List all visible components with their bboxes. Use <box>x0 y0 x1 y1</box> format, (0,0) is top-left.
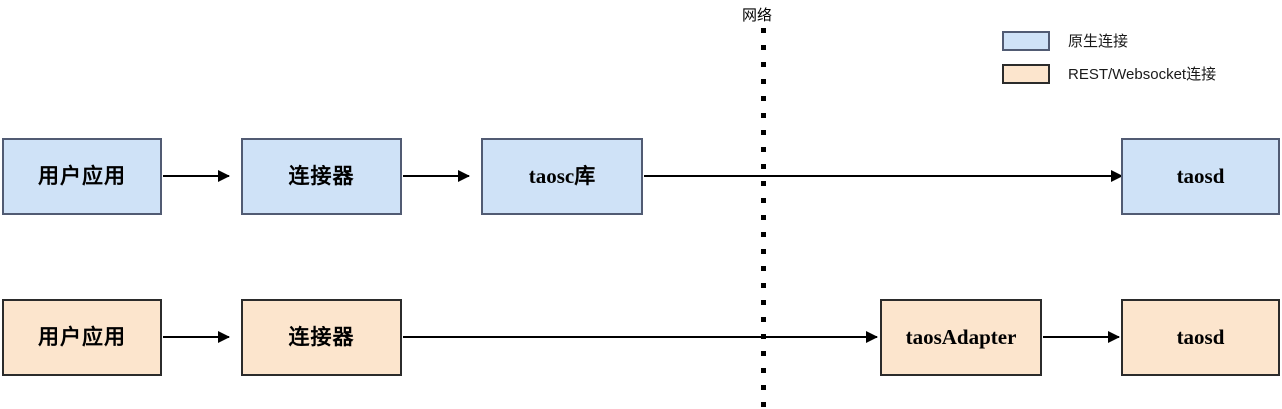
node-label: 连接器 <box>288 165 355 188</box>
arrow-taosc-to-taosd-native <box>644 175 1122 177</box>
network-boundary-dotted-line <box>761 28 766 409</box>
node-taosd-rest[interactable]: taosd <box>1121 299 1280 376</box>
node-label: taosAdapter <box>905 325 1017 349</box>
node-taosc-library[interactable]: taosc库 <box>481 138 643 215</box>
node-taos-adapter[interactable]: taosAdapter <box>880 299 1042 376</box>
node-label: taosd <box>1176 325 1225 349</box>
arrow-connector-to-taosc-native <box>403 175 469 177</box>
arrow-connector-to-taosadapter-rest <box>403 336 877 338</box>
legend-label-native: 原生连接 <box>1068 33 1129 50</box>
node-label: 连接器 <box>288 326 355 349</box>
node-connector-native[interactable]: 连接器 <box>241 138 402 215</box>
node-label: taosc库 <box>528 164 596 188</box>
node-label: taosd <box>1176 164 1225 188</box>
legend-item-rest: REST/Websocket连接 <box>1002 63 1216 84</box>
node-taosd-native[interactable]: taosd <box>1121 138 1280 215</box>
arrow-taosadapter-to-taosd-rest <box>1043 336 1119 338</box>
legend-swatch-rest-icon <box>1002 63 1050 84</box>
node-connector-rest[interactable]: 连接器 <box>241 299 402 376</box>
arrow-user-app-to-connector-native <box>163 175 229 177</box>
network-label: 网络 <box>742 7 773 24</box>
legend-swatch-native-icon <box>1002 30 1050 51</box>
node-user-app-native[interactable]: 用户应用 <box>2 138 162 215</box>
arrow-user-app-to-connector-rest <box>163 336 229 338</box>
legend-item-native: 原生连接 <box>1002 30 1216 51</box>
node-user-app-rest[interactable]: 用户应用 <box>2 299 162 376</box>
node-label: 用户应用 <box>38 326 126 349</box>
legend: 原生连接 REST/Websocket连接 <box>1002 30 1216 96</box>
node-label: 用户应用 <box>38 165 126 188</box>
legend-label-rest: REST/Websocket连接 <box>1068 66 1217 83</box>
